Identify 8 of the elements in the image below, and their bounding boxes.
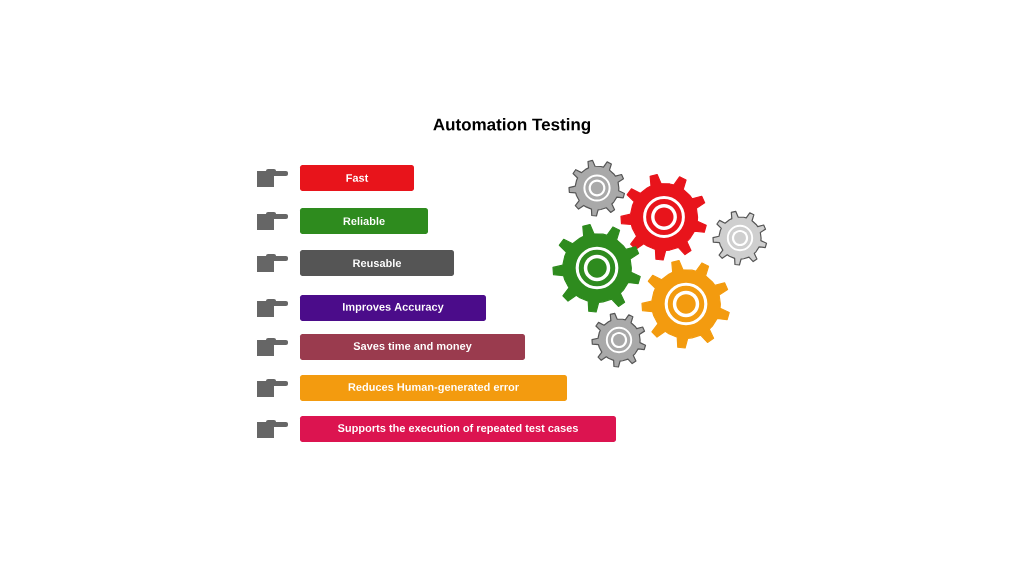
feature-bar: Improves Accuracy [300,295,486,321]
title: Automation Testing [433,118,591,134]
feature-bar: Reduces Human-generated error [300,375,567,401]
feature-bar: Reliable [300,208,428,234]
feature-bar: Supports the execution of repeated test cases [300,416,616,442]
feature-bar: Saves time and money [300,334,525,360]
feature-bar: Reusable [300,250,454,276]
feature-bar: Fast [300,165,414,191]
